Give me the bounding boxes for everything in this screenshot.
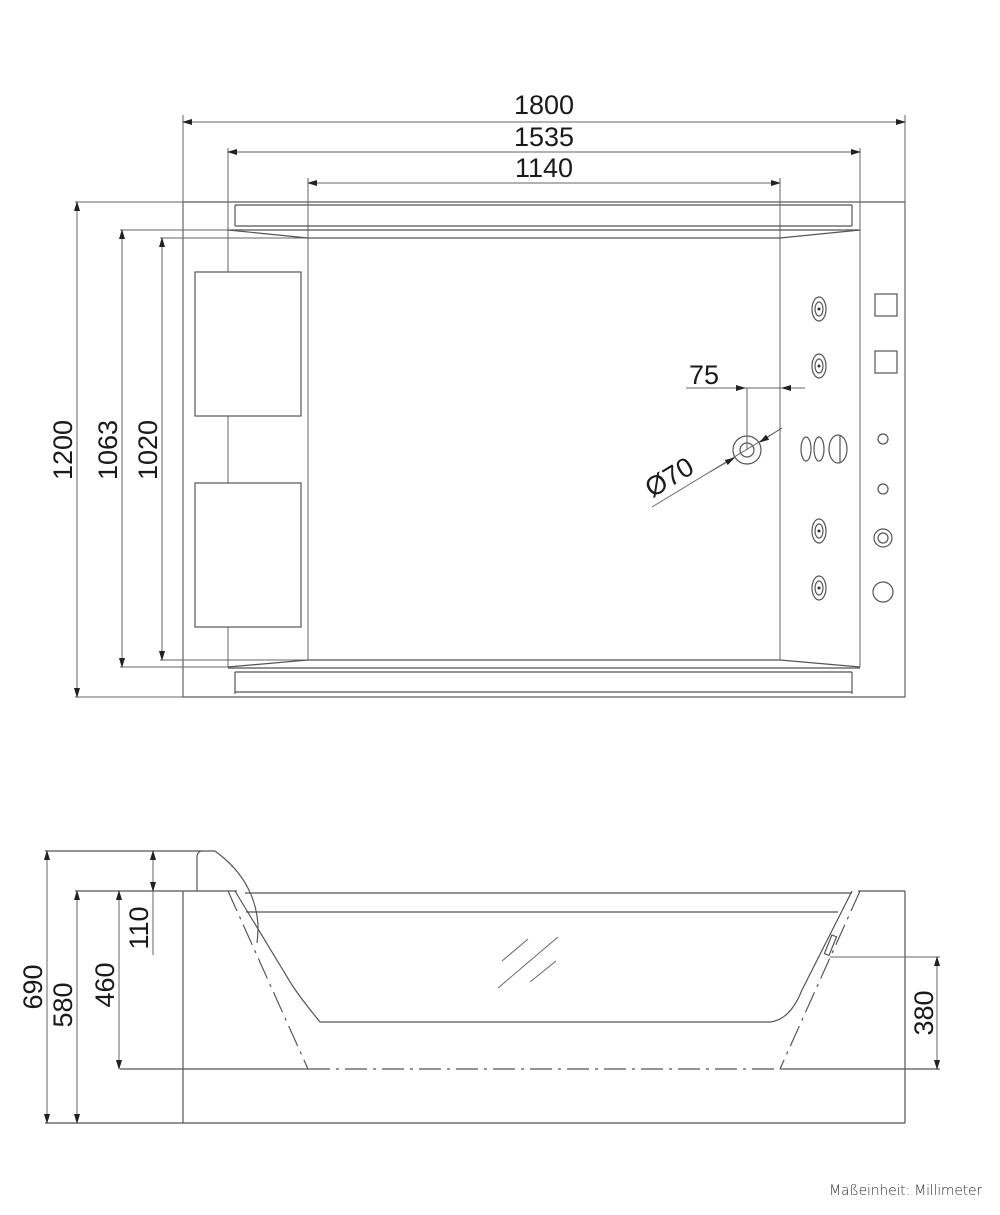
side-view: 690 580 460 110 380: [18, 850, 940, 1124]
dim-total-height: 690: [18, 964, 48, 1009]
drain: [651, 385, 805, 508]
unit-note: Maßeinheit: Millimeter: [829, 1183, 982, 1199]
glass-reflection: [497, 936, 559, 989]
control-panel: [872, 293, 898, 603]
dim-height-inner: 1063: [93, 420, 123, 480]
dim-headrest-height: 110: [124, 906, 154, 949]
jets: [800, 296, 848, 601]
dim-drain-diameter: Ø70: [640, 451, 699, 503]
headrest-lower: [194, 482, 302, 628]
dim-width-inner: 1535: [514, 122, 574, 152]
dim-overflow-height: 380: [909, 990, 939, 1035]
dim-width-outer: 1800: [514, 90, 574, 120]
outer-frame: [182, 201, 906, 698]
dim-height-bottom: 1020: [133, 420, 163, 480]
dim-height-outer: 1200: [48, 420, 78, 480]
dim-tub-height: 580: [48, 982, 78, 1027]
dim-width-bottom: 1140: [515, 153, 573, 183]
dim-drain-offset: 75: [689, 360, 719, 390]
dim-inner-depth: 460: [90, 962, 120, 1007]
top-view: 1800 1535 1140 1200 1063 1020 75 Ø70: [48, 90, 906, 698]
headrest-upper: [194, 271, 302, 417]
